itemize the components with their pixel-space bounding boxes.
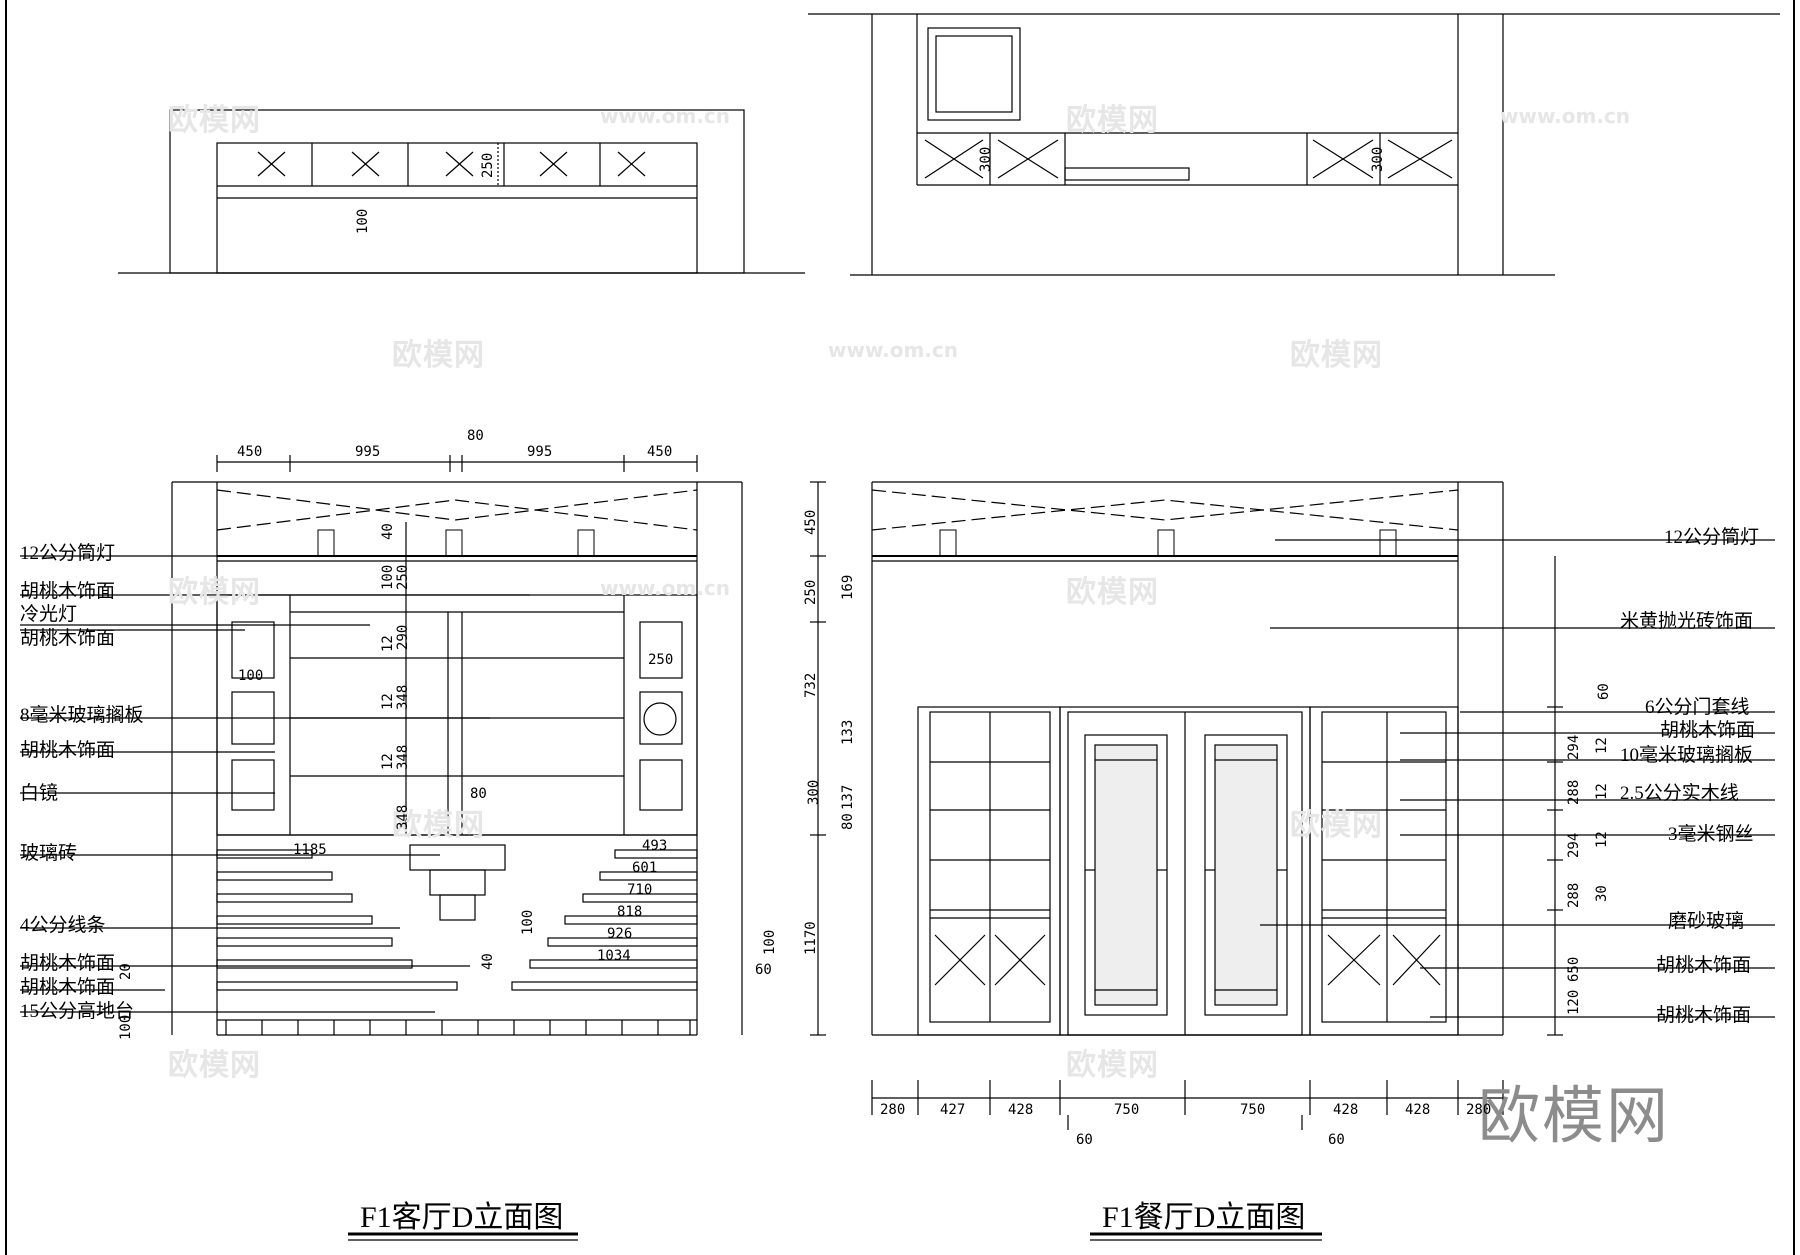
dining-room-elevation: [871, 481, 1775, 1130]
annotation: 8毫米玻璃搁板: [20, 705, 144, 726]
site-logo: 欧模网: [1478, 1079, 1671, 1152]
dim-label: 60: [1596, 683, 1612, 700]
dim-label: 294: [1566, 832, 1582, 858]
dim-label: 60: [1076, 1132, 1093, 1148]
dim-label: 288: [1566, 882, 1582, 908]
dim-label: 80: [467, 428, 484, 444]
annotation: 胡桃木饰面: [1656, 1005, 1752, 1026]
dim-label: 732: [803, 672, 819, 698]
dim-label: 300: [806, 779, 822, 805]
dim-label: 12: [1594, 783, 1610, 800]
dim-label: 428: [1333, 1102, 1359, 1118]
dim-label: 493: [642, 838, 668, 854]
annotation: 玻璃砖: [20, 843, 78, 864]
top-left-section: [118, 109, 805, 274]
dim-label: 818: [617, 904, 643, 920]
annotation: 胡桃木饰面: [20, 740, 116, 761]
dim-label: 100: [238, 668, 264, 684]
annotation: 胡桃木饰面: [20, 581, 116, 602]
annotation: 10毫米玻璃搁板: [1620, 745, 1754, 766]
dim-label: 450: [803, 509, 819, 535]
annotation: 胡桃木饰面: [20, 977, 116, 998]
dim-label: 40: [380, 523, 396, 540]
dim-label: 40: [480, 953, 496, 970]
dim-label: 280: [880, 1102, 906, 1118]
dim-label: 288: [1566, 779, 1582, 805]
dim-label: 926: [607, 926, 633, 942]
dim-label: 348: [395, 684, 411, 710]
dim-label: 250: [803, 579, 819, 605]
dim-label: 137: [840, 784, 856, 810]
downlight-symbols: [317, 529, 1397, 557]
dim-label: 133: [840, 719, 856, 745]
dim-label: 100: [380, 564, 396, 590]
dim-label: 428: [1008, 1102, 1034, 1118]
annotation: 12公分筒灯: [1664, 527, 1760, 548]
dim-label: 100: [355, 208, 371, 234]
dim-label: 100: [762, 929, 778, 955]
annotation: 胡桃木饰面: [1660, 720, 1756, 741]
annotation: 磨砂玻璃: [1668, 911, 1745, 932]
drawing-title: F1餐厅D立面图: [1102, 1201, 1306, 1234]
dim-label: 169: [840, 574, 856, 600]
annotation: 胡桃木饰面: [20, 953, 116, 974]
dim-label: 1185: [293, 842, 327, 858]
dim-label: 1170: [803, 921, 819, 955]
annotation: 6公分门套线: [1645, 697, 1750, 718]
dim-label: 290: [395, 624, 411, 650]
dim-label: 300: [1370, 146, 1386, 172]
dim-label: 427: [940, 1102, 966, 1118]
dim-label: 294: [1566, 734, 1582, 760]
dim-label: 100: [520, 909, 536, 935]
annotation: 4公分线条: [20, 915, 106, 936]
dim-label: 750: [1114, 1102, 1140, 1118]
dim-label: 450: [647, 444, 673, 460]
dim-label: 348: [395, 804, 411, 830]
dim-label: 995: [527, 444, 553, 460]
dim-label: 601: [632, 860, 658, 876]
dim-label: 12: [380, 753, 396, 770]
dim-label: 12: [380, 635, 396, 652]
dim-label: 80: [470, 786, 487, 802]
dim-label: 300: [978, 146, 994, 172]
dim-label: 450: [237, 444, 263, 460]
dim-label: 80: [840, 813, 856, 830]
annotation: 3毫米钢丝: [1668, 824, 1754, 845]
dim-label: 750: [1240, 1102, 1266, 1118]
dim-label: 650: [1566, 956, 1582, 982]
dim-label: 30: [1594, 885, 1610, 902]
drawing-title: F1客厅D立面图: [360, 1201, 564, 1234]
dim-label: 250: [480, 152, 496, 178]
dim-label: 280: [1466, 1102, 1492, 1118]
dim-label: 12: [1594, 737, 1610, 754]
annotation: 白镜: [20, 783, 59, 804]
dim-label: 60: [1328, 1132, 1345, 1148]
dim-label: 1034: [597, 948, 631, 964]
annotation: 胡桃木饰面: [1656, 955, 1752, 976]
dim-label: 60: [755, 962, 772, 978]
annotation: 冷光灯: [20, 604, 78, 625]
living-room-elevation: [20, 455, 826, 1036]
top-right-section: [808, 13, 1780, 276]
annotation: 12公分筒灯: [20, 543, 116, 564]
dim-label: 12: [380, 693, 396, 710]
dim-label: 12: [1594, 831, 1610, 848]
annotation: 15公分高地台: [20, 1001, 135, 1022]
dim-label: 250: [648, 652, 674, 668]
dim-label: 710: [627, 882, 653, 898]
annotation: 2.5公分实木线: [1620, 783, 1739, 804]
dim-label: 348: [395, 744, 411, 770]
dim-label: 995: [355, 444, 381, 460]
annotation: 米黄抛光砖饰面: [1620, 611, 1754, 632]
annotation: 胡桃木饰面: [20, 628, 116, 649]
dim-label: 120: [1566, 989, 1582, 1015]
dim-label: 20: [118, 963, 134, 980]
dim-label: 428: [1405, 1102, 1431, 1118]
dim-label: 250: [395, 564, 411, 590]
